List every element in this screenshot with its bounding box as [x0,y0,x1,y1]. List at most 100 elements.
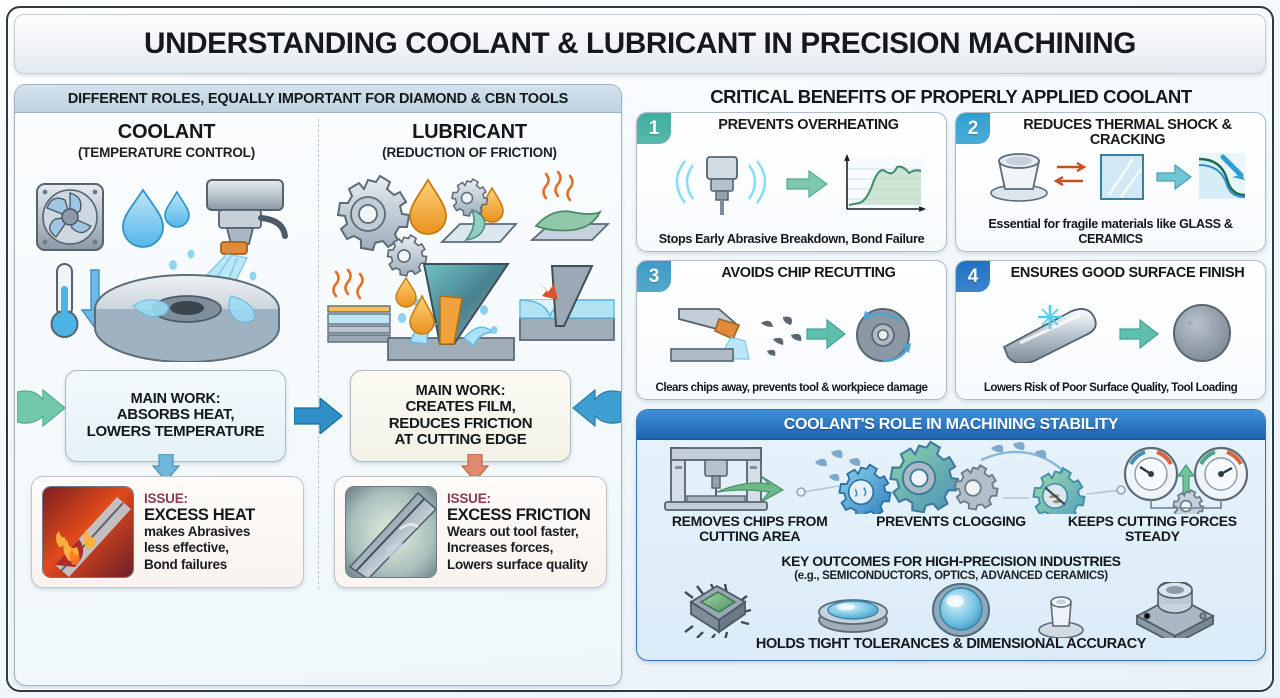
card-2-caption: Essential for fragile materials like GLA… [988,217,1233,246]
coolant-issue-box: ISSUE: EXCESS HEAT makes Abrasives less … [31,476,304,588]
stability-header-text: COOLANT'S ROLE IN MACHINING STABILITY [783,415,1119,433]
card-1-head: 1 PREVENTS OVERHEATING [637,113,946,153]
vertical-divider [318,119,319,589]
coolant-issue-line-1: makes Abrasives [144,523,251,539]
benefit-cards: 1 PREVENTS OVERHEATING [636,112,1266,400]
card-4-title: ENSURES GOOD SURFACE FINISH [1010,265,1245,281]
coolant-lubricant-split: COOLANT (TEMPERATURE CONTROL) [15,113,621,685]
coolant-title: COOLANT [117,121,216,143]
polished-bar-disc-icon [956,301,1265,363]
stability-illustration [637,440,1265,514]
worn-tool-icon [345,486,437,578]
key-outcomes: KEY OUTCOMES FOR HIGH-PRECISION INDUSTRI… [637,553,1265,582]
cutting-edge-film-icon [327,268,391,343]
lubricant-issue-text: ISSUE: EXCESS FRICTION Wears out tool fa… [447,491,598,574]
film-contact-icon [519,265,615,341]
cnc-machine-icon [664,447,785,511]
right-panel: CRITICAL BENEFITS OF PROPERLY APPLIED CO… [636,84,1266,686]
gears-icon [336,174,428,277]
benefit-card-4[interactable]: 4 ENSURES GOOD SURFACE FINISH [955,260,1266,400]
benefit-card-2[interactable]: 2 REDUCES THERMAL SHOCK & CRACKING [955,112,1266,252]
microchip-icon [684,583,752,638]
stability-panel: COOLANT'S ROLE IN MACHINING STABILITY [636,409,1266,661]
stability-footer: HOLDS TIGHT TOLERANCES & DIMENSIONAL ACC… [755,635,1147,652]
grinding-wheel-icon [94,274,280,362]
coolant-illustration [21,166,312,362]
title-bar: UNDERSTANDING COOLANT & LUBRICANT IN PRE… [14,14,1266,74]
outcome-illustration [637,581,1265,638]
card-4-number-badge: 4 [956,261,990,292]
tool-splash-icon [387,263,515,361]
card-3-title: AVOIDS CHIP RECUTTING [721,265,896,281]
card-2-head: 2 REDUCES THERMAL SHOCK & CRACKING [956,113,1265,153]
coolant-main-work-label: MAIN WORK: [130,391,221,408]
lubricant-issue-kicker: ISSUE: [447,490,491,506]
left-panel-header: DIFFERENT ROLES, EQUALLY IMPORTANT FOR D… [15,85,621,113]
key-outcomes-title: KEY OUTCOMES FOR HIGH-PRECISION INDUSTRI… [781,552,1121,569]
water-drop-icon [122,188,190,248]
lubricant-title: LUBRICANT [412,121,527,143]
lubricant-issue-row: ISSUE: EXCESS FRICTION Wears out tool fa… [324,468,615,596]
lubricant-heading: LUBRICANT (REDUCTION OF FRICTION) [324,121,615,160]
right-panel-header-text: CRITICAL BENEFITS OF PROPERLY APPLIED CO… [710,86,1192,107]
card-3-caption: Clears chips away, prevents tool & workp… [655,380,928,394]
key-outcomes-subtitle: (e.g., SEMICONDUCTORS, OPTICS, ADVANCED … [794,569,1108,582]
ceramic-pin-icon [1038,595,1084,638]
coolant-issue-kicker: ISSUE: [144,490,188,506]
coolant-main-work-box: MAIN WORK: ABSORBS HEAT, LOWERS TEMPERAT… [65,370,286,462]
lubricant-issue-line-1: Wears out tool faster, [447,523,579,539]
lubricant-main-work-line-1: CREATES FILM, [405,397,516,415]
left-panel: DIFFERENT ROLES, EQUALLY IMPORTANT FOR D… [14,84,622,686]
coolant-issue-text: ISSUE: EXCESS HEAT makes Abrasives less … [144,491,295,574]
card-1-number-badge: 1 [637,113,671,144]
lens-icon [818,598,888,633]
coolant-main-work-line-1: ABSORBS HEAT, [116,406,235,424]
heat-waves-icon [529,170,611,241]
benefit-card-1[interactable]: 1 PREVENTS OVERHEATING [636,112,947,252]
coolant-mainwork-row: MAIN WORK: ABSORBS HEAT, LOWERS TEMPERAT… [17,364,312,482]
lubricant-down-arrow-icon [460,454,490,482]
spindle-to-chart-icon [637,153,946,215]
ceramic-glass-curve-icon [956,153,1265,215]
metal-housing-icon [1135,581,1215,638]
secondary-gear-icon [953,463,999,511]
card-1-title: PREVENTS OVERHEATING [718,117,899,133]
burning-tool-icon [42,486,134,578]
gear-icon [889,440,960,514]
card-4-caption: Lowers Risk of Poor Surface Quality, Too… [983,380,1238,394]
coolant-heading: COOLANT (TEMPERATURE CONTROL) [21,121,312,160]
blue-arrow-in-icon [572,388,621,428]
no-clog-gear-icon [1032,467,1086,514]
stability-label-3: KEEPS CUTTING FORCES STEADY [1067,513,1237,545]
stability-labels: REMOVES CHIPS FROM CUTTING AREA PREVENTS… [637,513,1265,545]
card-3-number-badge: 3 [637,261,671,292]
coolant-issue-line-3: Bond failures [144,556,228,572]
optic-dome-icon [932,582,990,637]
gauges-icon [1123,446,1249,514]
blue-arrow-right-icon [294,398,343,434]
coolant-issue-head: EXCESS HEAT [144,505,255,524]
coolant-issue-line-2: less effective, [144,540,229,556]
card-1-caption: Stops Early Abrasive Breakdown, Bond Fai… [658,231,925,246]
lubricant-illustration [324,166,615,362]
lubricant-main-work-box: MAIN WORK: CREATES FILM, REDUCES FRICTIO… [350,370,571,462]
lubricant-main-work-label: MAIN WORK: [415,382,506,399]
lubricant-main-work-line-2: REDUCES FRICTION [388,414,533,432]
lubricant-issue-box: ISSUE: EXCESS FRICTION Wears out tool fa… [334,476,607,588]
card-3-head: 3 AVOIDS CHIP RECUTTING [637,261,946,301]
lubricant-subtitle: (REDUCTION OF FRICTION) [382,145,557,160]
benefit-card-3[interactable]: 3 AVOIDS CHIP RECUTTING [636,260,947,400]
lubricant-issue-head: EXCESS FRICTION [447,505,591,524]
coolant-subtitle: (TEMPERATURE CONTROL) [77,145,256,160]
left-panel-header-text: DIFFERENT ROLES, EQUALLY IMPORTANT FOR D… [67,90,569,107]
friction-surface-icon [439,177,519,243]
page-title: UNDERSTANDING COOLANT & LUBRICANT IN PRE… [143,27,1137,60]
stability-header: COOLANT'S ROLE IN MACHINING STABILITY [637,410,1265,440]
coolant-main-work-line-2: LOWERS TEMPERATURE [86,423,265,440]
lubricant-issue-line-2: Increases forces, [447,540,554,556]
card-2-title: REDUCES THERMAL SHOCK & CRACKING [1023,117,1232,149]
coolant-down-arrow-icon [151,454,181,482]
coolant-side: COOLANT (TEMPERATURE CONTROL) [15,113,318,685]
stability-label-1: REMOVES CHIPS FROM CUTTING AREA [671,513,828,545]
